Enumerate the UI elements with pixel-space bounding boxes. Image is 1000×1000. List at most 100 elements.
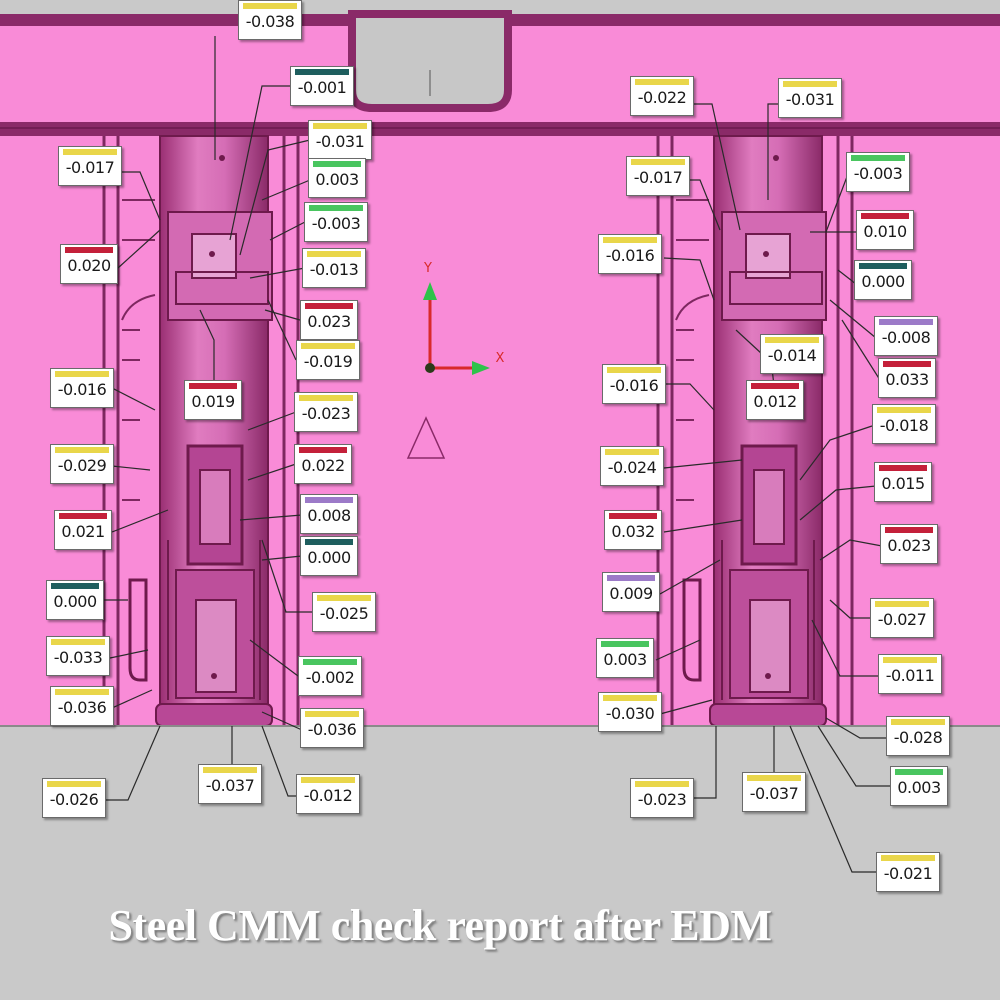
- deviation-value: 0.015: [881, 474, 925, 493]
- callout-stripe: [299, 447, 347, 453]
- deviation-callout: -0.012: [296, 774, 360, 814]
- deviation-value: -0.017: [633, 168, 683, 187]
- deviation-value: -0.027: [877, 610, 927, 629]
- leader-lines: [102, 36, 892, 873]
- deviation-value: -0.001: [297, 78, 347, 97]
- datum-triangle-icon: [406, 416, 446, 459]
- deviation-callout: -0.022: [630, 76, 694, 116]
- deviation-value: -0.013: [309, 260, 359, 279]
- callout-stripe: [631, 159, 685, 165]
- callout-stripe: [601, 641, 649, 647]
- deviation-callout: -0.023: [294, 392, 358, 432]
- deviation-value: -0.016: [609, 376, 659, 395]
- callout-stripe: [313, 123, 367, 129]
- callout-stripe: [295, 69, 349, 75]
- top-rail: [508, 14, 1000, 26]
- deviation-value: -0.026: [49, 790, 99, 809]
- callout-stripe: [883, 657, 937, 663]
- deviation-callout: -0.001: [290, 66, 354, 106]
- deviation-value: -0.024: [607, 458, 657, 477]
- deviation-value: -0.037: [205, 776, 255, 795]
- deviation-value: -0.017: [65, 158, 115, 177]
- deviation-value: -0.023: [637, 790, 687, 809]
- deviation-callout: 0.003: [308, 158, 366, 198]
- right-core-part: [682, 135, 827, 727]
- deviation-value: -0.036: [307, 720, 357, 739]
- deviation-value: -0.023: [301, 404, 351, 423]
- deviation-callout: -0.037: [742, 772, 806, 812]
- callout-stripe: [607, 575, 655, 581]
- deviation-callout: -0.003: [846, 152, 910, 192]
- deviation-callout: 0.015: [874, 462, 932, 502]
- callout-stripe: [203, 767, 257, 773]
- callout-stripe: [635, 781, 689, 787]
- deviation-value: 0.019: [191, 392, 235, 411]
- callout-stripe: [891, 719, 945, 725]
- deviation-value: -0.022: [637, 88, 687, 107]
- callout-stripe: [303, 659, 357, 665]
- deviation-value: 0.020: [67, 256, 111, 275]
- callout-stripe: [895, 769, 943, 775]
- deviation-value: -0.025: [319, 604, 369, 623]
- callout-stripe: [747, 775, 801, 781]
- callout-stripe: [885, 527, 933, 533]
- x-axis-label: X: [496, 351, 505, 366]
- deviation-callout: -0.017: [58, 146, 122, 186]
- deviation-value: -0.028: [893, 728, 943, 747]
- deviation-callout: -0.002: [298, 656, 362, 696]
- callout-stripe: [881, 855, 935, 861]
- deviation-callout: 0.012: [746, 380, 804, 420]
- deviation-value: 0.009: [609, 584, 653, 603]
- callout-stripe: [851, 155, 905, 161]
- deviation-callout: -0.038: [238, 0, 302, 40]
- deviation-callout: 0.003: [890, 766, 948, 806]
- axis-triad: Y X: [406, 261, 505, 459]
- cross-rail: [0, 122, 1000, 136]
- callout-stripe: [307, 251, 361, 257]
- deviation-callout: -0.033: [46, 636, 110, 676]
- deviation-callout: -0.017: [626, 156, 690, 196]
- callout-stripe: [603, 695, 657, 701]
- deviation-callout: 0.000: [854, 260, 912, 300]
- deviation-value: 0.023: [887, 536, 931, 555]
- callout-stripe: [603, 237, 657, 243]
- deviation-callout: 0.008: [300, 494, 358, 534]
- deviation-value: -0.016: [605, 246, 655, 265]
- callout-stripe: [51, 583, 99, 589]
- deviation-value: -0.002: [305, 668, 355, 687]
- callout-stripe: [751, 383, 799, 389]
- callout-stripe: [243, 3, 297, 9]
- callout-stripe: [875, 601, 929, 607]
- callout-stripe: [313, 161, 361, 167]
- deviation-callout: -0.003: [304, 202, 368, 242]
- deviation-callout: 0.000: [300, 536, 358, 576]
- callout-stripe: [301, 777, 355, 783]
- deviation-value: -0.036: [57, 698, 107, 717]
- deviation-value: 0.023: [307, 312, 351, 331]
- deviation-callout: 0.003: [596, 638, 654, 678]
- callout-stripe: [879, 465, 927, 471]
- deviation-callout: -0.029: [50, 444, 114, 484]
- deviation-callout: -0.037: [198, 764, 262, 804]
- deviation-value: 0.012: [753, 392, 797, 411]
- deviation-callout: -0.024: [600, 446, 664, 486]
- callout-stripe: [309, 205, 363, 211]
- deviation-value: -0.012: [303, 786, 353, 805]
- deviation-value: 0.003: [315, 170, 359, 189]
- callout-stripe: [189, 383, 237, 389]
- callout-stripe: [55, 689, 109, 695]
- deviation-callout: -0.021: [876, 852, 940, 892]
- deviation-value: -0.021: [883, 864, 933, 883]
- callout-stripe: [317, 595, 371, 601]
- deviation-callout: -0.016: [602, 364, 666, 404]
- callout-stripe: [877, 407, 931, 413]
- deviation-callout: -0.016: [598, 234, 662, 274]
- deviation-value: 0.032: [611, 522, 655, 541]
- deviation-value: -0.018: [879, 416, 929, 435]
- deviation-callout: -0.016: [50, 368, 114, 408]
- deviation-value: 0.003: [897, 778, 941, 797]
- callout-stripe: [305, 539, 353, 545]
- callout-stripe: [305, 711, 359, 717]
- callout-stripe: [51, 639, 105, 645]
